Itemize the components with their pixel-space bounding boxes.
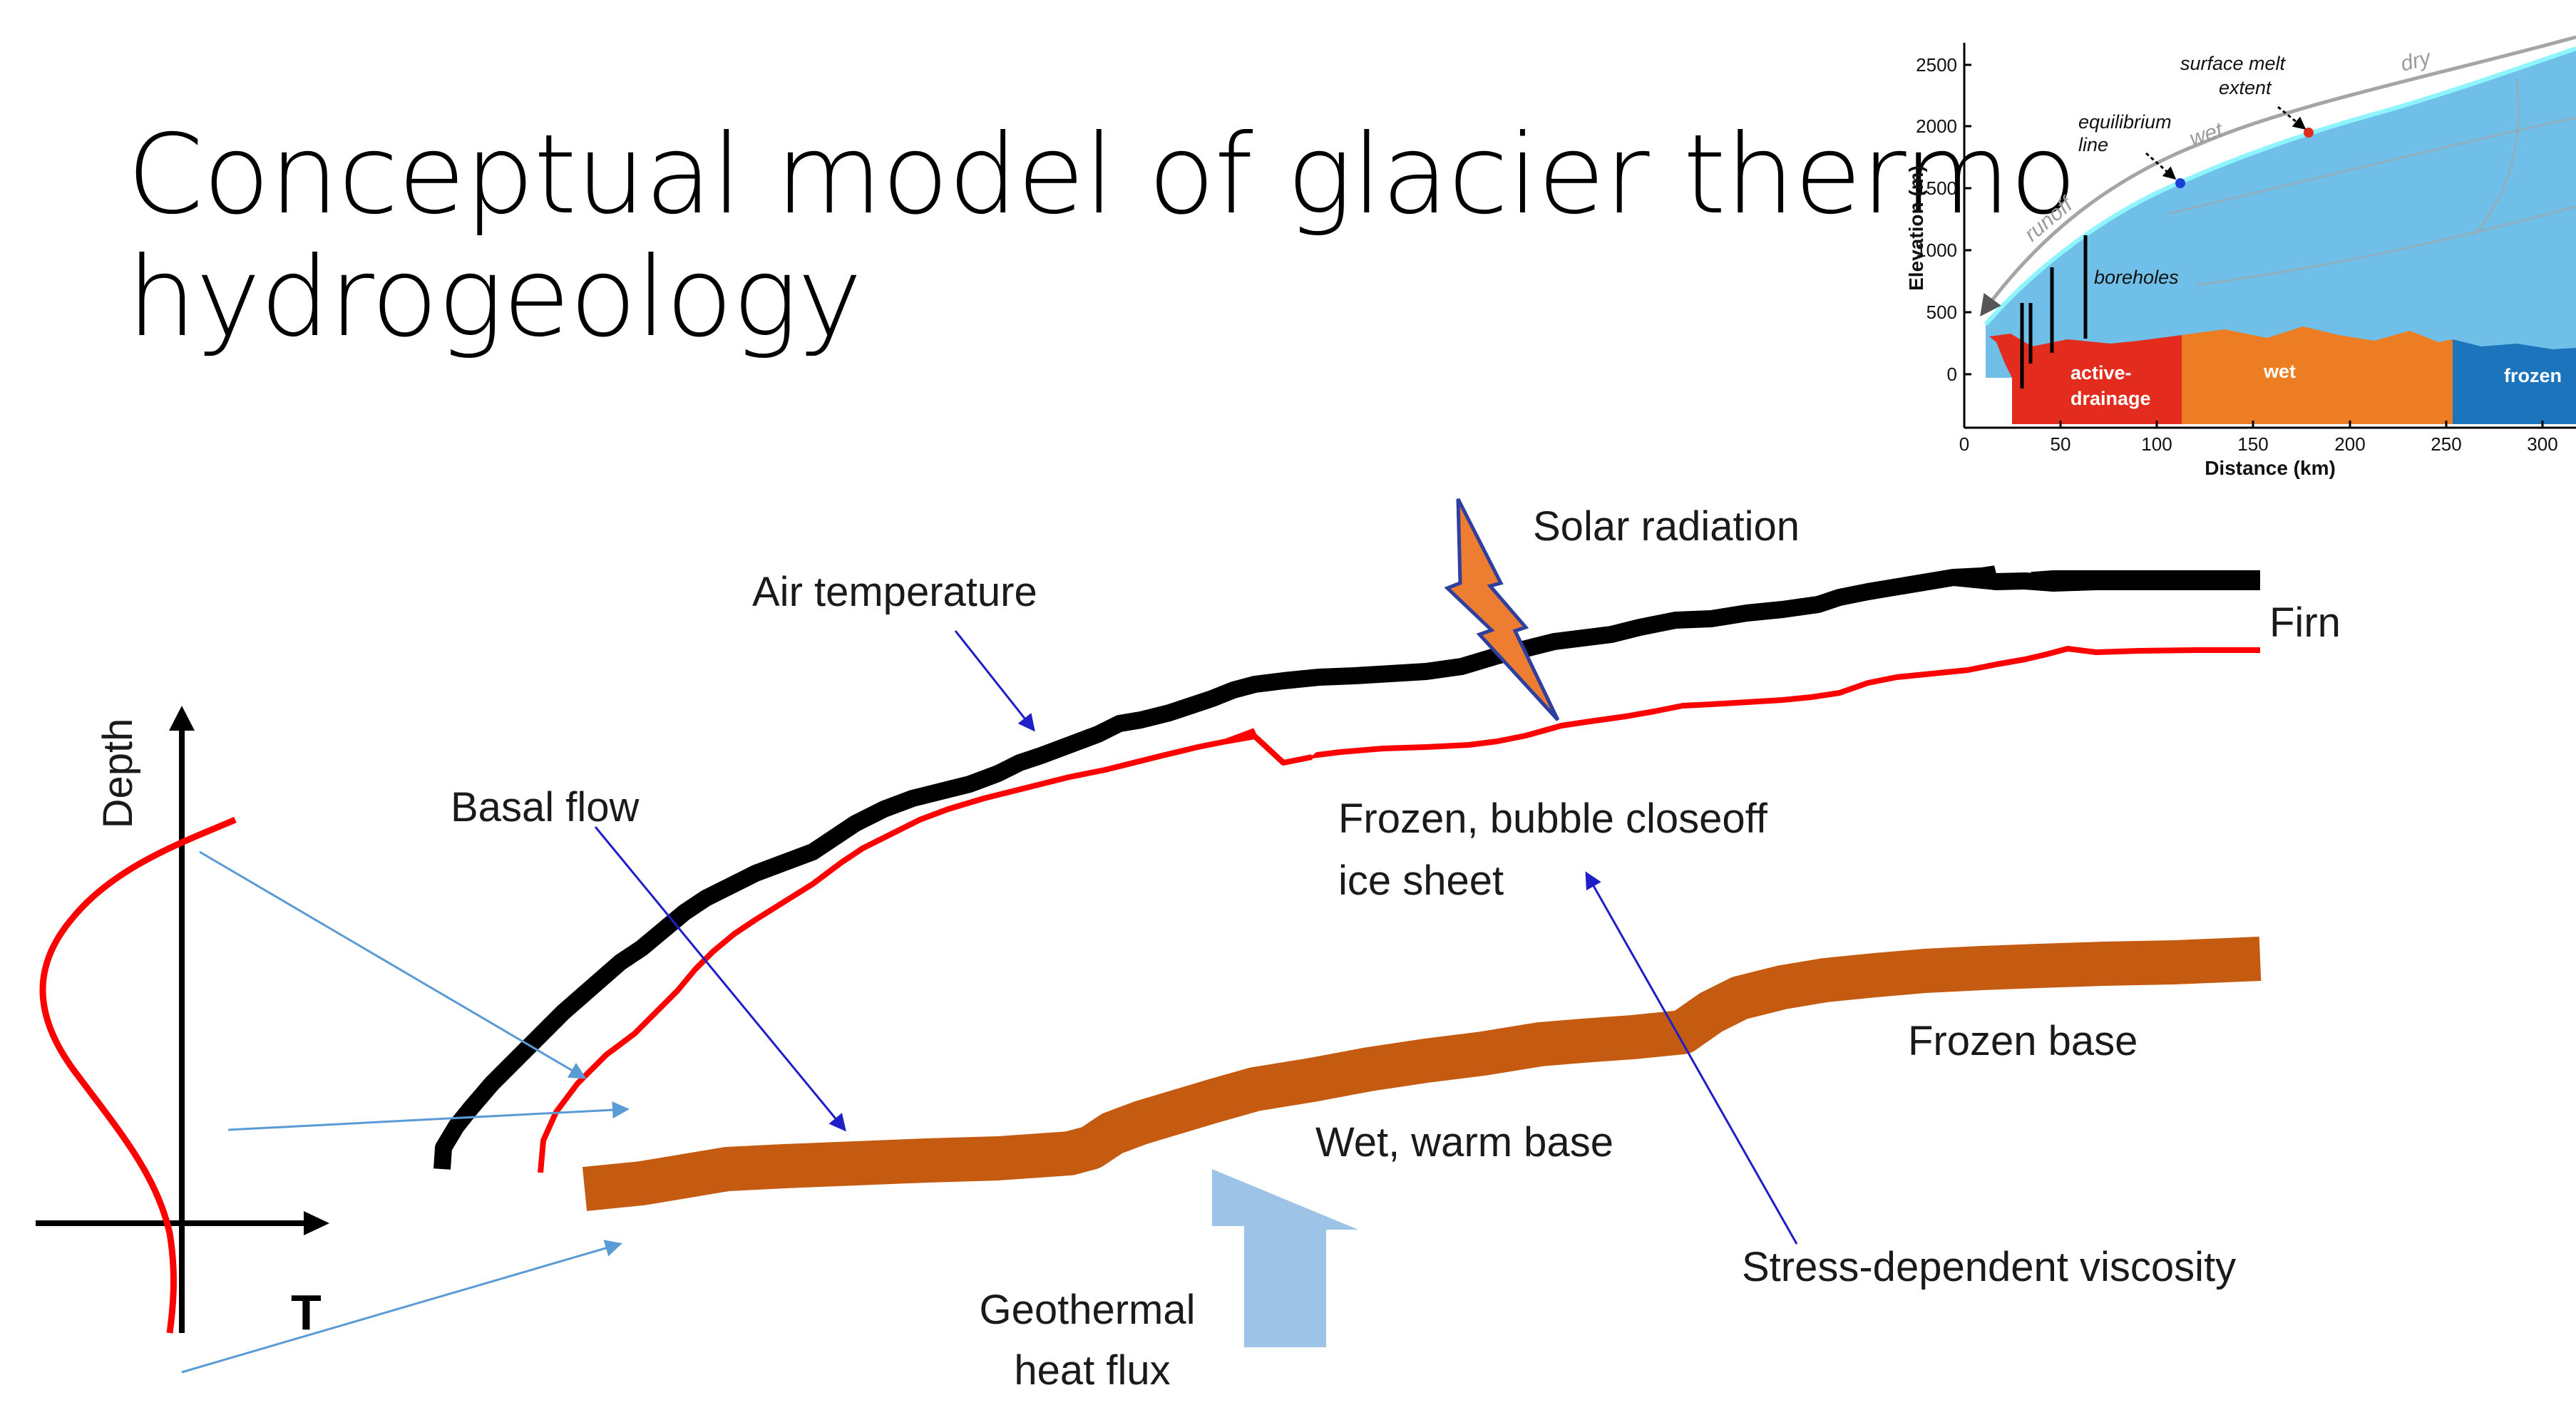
profile-pointer-base	[181, 1240, 622, 1374]
inset-equilibrium-marker	[2175, 178, 2185, 188]
inset-ytick-1500: 1500	[1916, 177, 1957, 199]
inset-zone-wet	[2182, 326, 2453, 424]
inset-y-ticks	[1964, 63, 1971, 376]
inset-flowline-3	[2473, 78, 2520, 236]
stress-viscosity-pointer	[1585, 871, 1798, 1245]
inset-melt-pointer	[2277, 105, 2306, 130]
profile-pointer-middle	[227, 1101, 630, 1131]
inset-equilibrium-label-1: equilibrium	[2078, 111, 2172, 133]
inset-xtick-300: 300	[2527, 433, 2557, 455]
inset-xtick-250: 250	[2431, 433, 2461, 455]
profile-t-arrowhead	[304, 1211, 329, 1235]
wet-warm-base-label: Wet, warm base	[1315, 1119, 1613, 1165]
geothermal-arrow-head	[1211, 1170, 1356, 1232]
frozen-base-label: Frozen base	[1908, 1018, 2138, 1064]
firn-line	[538, 646, 2260, 1173]
inset-zone-frozen-label: frozen	[2504, 365, 2562, 386]
stress-viscosity-label: Stress-dependent viscosity	[1742, 1244, 2236, 1290]
solar-lightning-bolt	[1444, 498, 1560, 721]
inset-zone-wet-label: wet	[2263, 361, 2296, 382]
basal-flow-pointer	[594, 826, 846, 1132]
inset-x-ticks	[1963, 421, 2544, 428]
inset-chart	[1980, 35, 2576, 424]
bed-band	[582, 937, 2262, 1211]
inset-ytick-2500: 2500	[1916, 54, 1957, 76]
inset-runoff-line	[1980, 35, 2576, 317]
title-line-1: Conceptual model of glacier thermo	[127, 111, 2077, 239]
inset-zone-active-label-1: active-	[2070, 362, 2132, 384]
inset-zone-active-label-2: drainage	[2070, 388, 2151, 409]
geothermal-arrow	[1212, 1169, 1358, 1347]
inset-melt-marker	[2304, 128, 2314, 138]
surface-line	[433, 562, 2260, 1170]
slide-title: Conceptual model of glacier thermo hydro…	[127, 111, 2077, 361]
title-line-2: hydrogeology	[127, 234, 863, 361]
inset-equilibrium-label-2: line	[2078, 134, 2108, 155]
depth-axis-label: Depth	[95, 719, 141, 829]
temperature-profile	[36, 706, 329, 1334]
firn-line-segment	[1252, 710, 1316, 759]
firn-line-segment-fixed-2	[1253, 734, 1286, 765]
solar-radiation-label: Solar radiation	[1533, 503, 1800, 550]
inset-boreholes-label: boreholes	[2094, 267, 2179, 288]
inset-xtick-0: 0	[1959, 433, 1969, 455]
inset-zone-active-drainage	[1989, 334, 2182, 378]
surface-line-tail-fixed	[1952, 569, 2260, 592]
inset-dry-label: dry	[2398, 46, 2434, 76]
frozen-bubble-label-1: Frozen, bubble closeoff	[1338, 796, 1768, 842]
geothermal-label-1: Geothermal	[979, 1287, 1195, 1333]
inset-zone-frozen	[2453, 339, 2576, 424]
inset-ytick-1000: 1000	[1916, 240, 1957, 261]
frozen-bubble-label-2: ice sheet	[1338, 858, 1504, 904]
air-temperature-label: Air temperature	[752, 569, 1037, 615]
inset-ylabel: Elevation (m)	[1905, 165, 1927, 291]
t-axis-label: T	[291, 1285, 322, 1340]
inset-xtick-200: 200	[2334, 433, 2365, 455]
profile-pointer-firn	[199, 850, 587, 1079]
inset-zone-active-lower	[2012, 378, 2182, 424]
firn-label: Firn	[2269, 599, 2341, 646]
inset-flowline-2	[2195, 205, 2576, 287]
inset-xtick-50: 50	[2051, 433, 2071, 455]
profile-temperature-curve	[39, 816, 237, 1334]
geothermal-label-2: heat flux	[1014, 1347, 1170, 1394]
inset-xlabel: Distance (km)	[2205, 457, 2336, 479]
inset-surface-line	[1984, 46, 2576, 326]
profile-depth-arrowhead	[169, 706, 195, 731]
inset-ice-body	[1986, 48, 2576, 378]
air-temperature-pointer	[954, 630, 1035, 732]
inset-ytick-0: 0	[1947, 364, 1957, 385]
inset-surface-melt-label-2: extent	[2219, 77, 2272, 98]
inset-ytick-500: 500	[1926, 302, 1957, 323]
inset-xtick-100: 100	[2141, 433, 2172, 455]
inset-xtick-150: 150	[2237, 433, 2268, 455]
basal-flow-label: Basal flow	[451, 784, 640, 830]
inset-ytick-2000: 2000	[1916, 115, 1957, 137]
inset-flowline-1	[2167, 116, 2576, 215]
inset-wet-label: wet	[2187, 118, 2227, 150]
inset-surface-melt-label-1: surface melt	[2180, 53, 2287, 74]
